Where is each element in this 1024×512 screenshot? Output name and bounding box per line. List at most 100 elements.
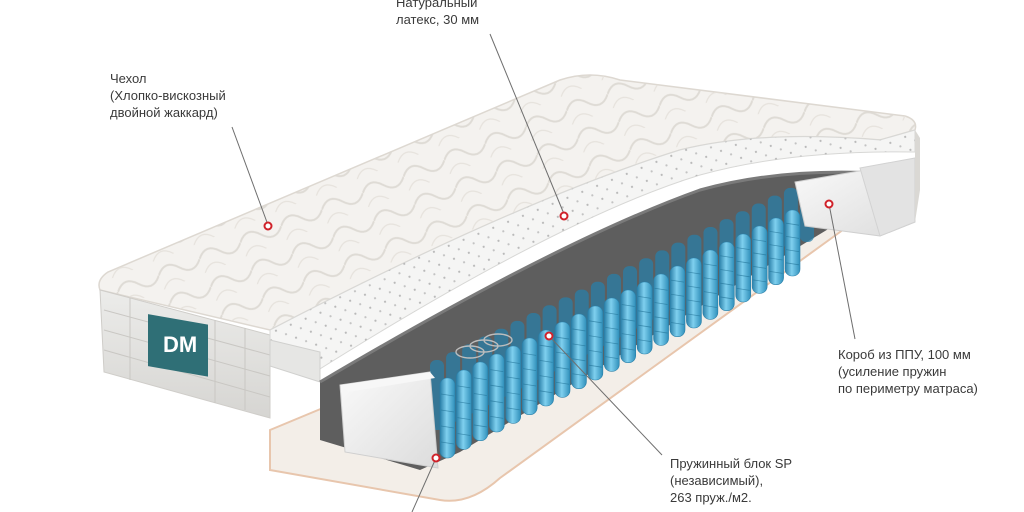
spring-coil-line <box>621 347 635 351</box>
spring-pocket <box>456 369 472 450</box>
spring-coil-line <box>769 230 783 234</box>
spring-coil-line <box>621 333 635 336</box>
latex-label: Натуральный латекс, 30 мм <box>396 0 479 28</box>
spring-coil-line <box>523 398 537 402</box>
spring-coil-line <box>621 318 635 322</box>
spring-coil-line <box>703 277 717 281</box>
spring-coil-line <box>753 252 767 256</box>
latex-label-line2: латекс, 30 мм <box>396 12 480 27</box>
spring-coil-line <box>670 322 685 325</box>
spring-coil-line <box>785 236 800 239</box>
spring-coil-line <box>490 416 504 419</box>
spring-coil-line <box>588 320 602 324</box>
spring-coil-line <box>506 392 520 395</box>
spring-coil-line <box>588 335 602 338</box>
spring-coil-line <box>440 409 455 413</box>
exposed-coil <box>483 333 513 347</box>
spring-pocket <box>653 273 669 346</box>
spring-coil-line <box>720 296 734 300</box>
spring-pocket <box>587 305 604 381</box>
spring-coil-line <box>654 287 668 291</box>
spring-coil-line <box>753 279 767 283</box>
spring-coil-line <box>605 341 619 345</box>
spring-pocket <box>505 345 522 424</box>
spring-coil-line <box>753 266 767 269</box>
spring-coil-line <box>785 262 800 266</box>
spring-pocket <box>735 233 752 303</box>
spring-coil-line <box>572 328 586 332</box>
leader-line-cover <box>231 126 269 226</box>
spring-coil-line <box>506 376 520 380</box>
spring-coil-line <box>753 239 767 242</box>
spring-coil-line <box>588 364 602 368</box>
spring-block-label: Пружинный блок SP (независимый), 263 пру… <box>670 455 792 506</box>
foam-box-label: Короб из ППУ, 100 мм (усиление пружин по… <box>838 346 978 397</box>
spring-coil-line <box>440 393 455 397</box>
spring-pocket <box>521 337 538 415</box>
spring-coil-line <box>638 296 652 299</box>
spring-block <box>430 180 814 459</box>
spring-coil-line <box>555 366 570 370</box>
spring-coil-line <box>654 330 668 334</box>
spring-coil-line <box>457 433 471 436</box>
spring-coil-line <box>638 324 652 328</box>
cover-label-line1: Чехол <box>110 71 147 86</box>
spring-coil-line <box>539 344 553 348</box>
spring-pocket <box>784 209 801 277</box>
spring-coil-line <box>473 393 487 396</box>
logo-text: DM <box>163 332 197 357</box>
marker-latex <box>559 211 569 221</box>
spring-coil-line <box>769 244 783 248</box>
cover-label-line2: (Хлопко-вискозный <box>110 88 226 103</box>
callout-markers <box>263 199 834 463</box>
spring-coil-line <box>736 288 750 291</box>
spring-coil-line <box>720 282 734 286</box>
spring-coil-line <box>736 274 750 278</box>
spring-pocket <box>751 225 768 294</box>
spring-coil-line <box>605 312 619 316</box>
spring-coil-line <box>490 384 504 388</box>
spring-coil-line <box>687 313 701 317</box>
spring-coil-line <box>572 358 586 362</box>
spring-coil-line <box>638 310 652 314</box>
spring-coil-line <box>605 326 619 330</box>
latex-label-line1: Натуральный <box>396 0 478 10</box>
spring-pocket <box>718 241 735 311</box>
marker-felt <box>431 453 441 463</box>
spring-pocket <box>571 313 587 389</box>
spring-pocket <box>636 281 653 355</box>
spring-coil-line <box>720 255 734 259</box>
spring-coil-line <box>440 425 455 429</box>
spring-coil-line <box>523 352 537 356</box>
cover-label: Чехол (Хлопко-вискозный двойной жаккард) <box>110 70 226 121</box>
leader-line-felt <box>411 457 437 512</box>
spring-coil-line <box>490 400 504 404</box>
cover-label-line3: двойной жаккард) <box>110 105 218 120</box>
spring-coil-line <box>687 285 701 289</box>
spring-coil-line <box>457 417 471 420</box>
spring-coil-line <box>670 279 685 283</box>
spring-coil-line <box>457 401 471 405</box>
spring-pocket <box>768 217 784 285</box>
spring-coil-line <box>703 291 717 294</box>
brand-logo: DM <box>148 314 208 377</box>
marker-springs <box>544 331 554 341</box>
spring-coil-line <box>555 351 570 355</box>
spring-block-label-line2: (независимый), <box>670 473 764 488</box>
spring-coil-line <box>555 381 570 385</box>
spring-pocket <box>686 257 702 329</box>
spring-pocket <box>702 249 719 320</box>
spring-coil-line <box>490 369 504 372</box>
spring-coil-line <box>654 302 668 305</box>
spring-coil-line <box>785 222 800 226</box>
spring-coil-line <box>523 368 537 372</box>
marker-cover <box>263 221 273 231</box>
spring-coil-line <box>588 350 602 353</box>
spring-pocket <box>472 361 489 441</box>
spring-coil-line <box>785 249 800 252</box>
spring-pocket <box>439 377 456 459</box>
spring-coil-line <box>703 263 717 267</box>
spring-coil-line <box>572 373 586 377</box>
spring-coil-line <box>605 356 619 360</box>
